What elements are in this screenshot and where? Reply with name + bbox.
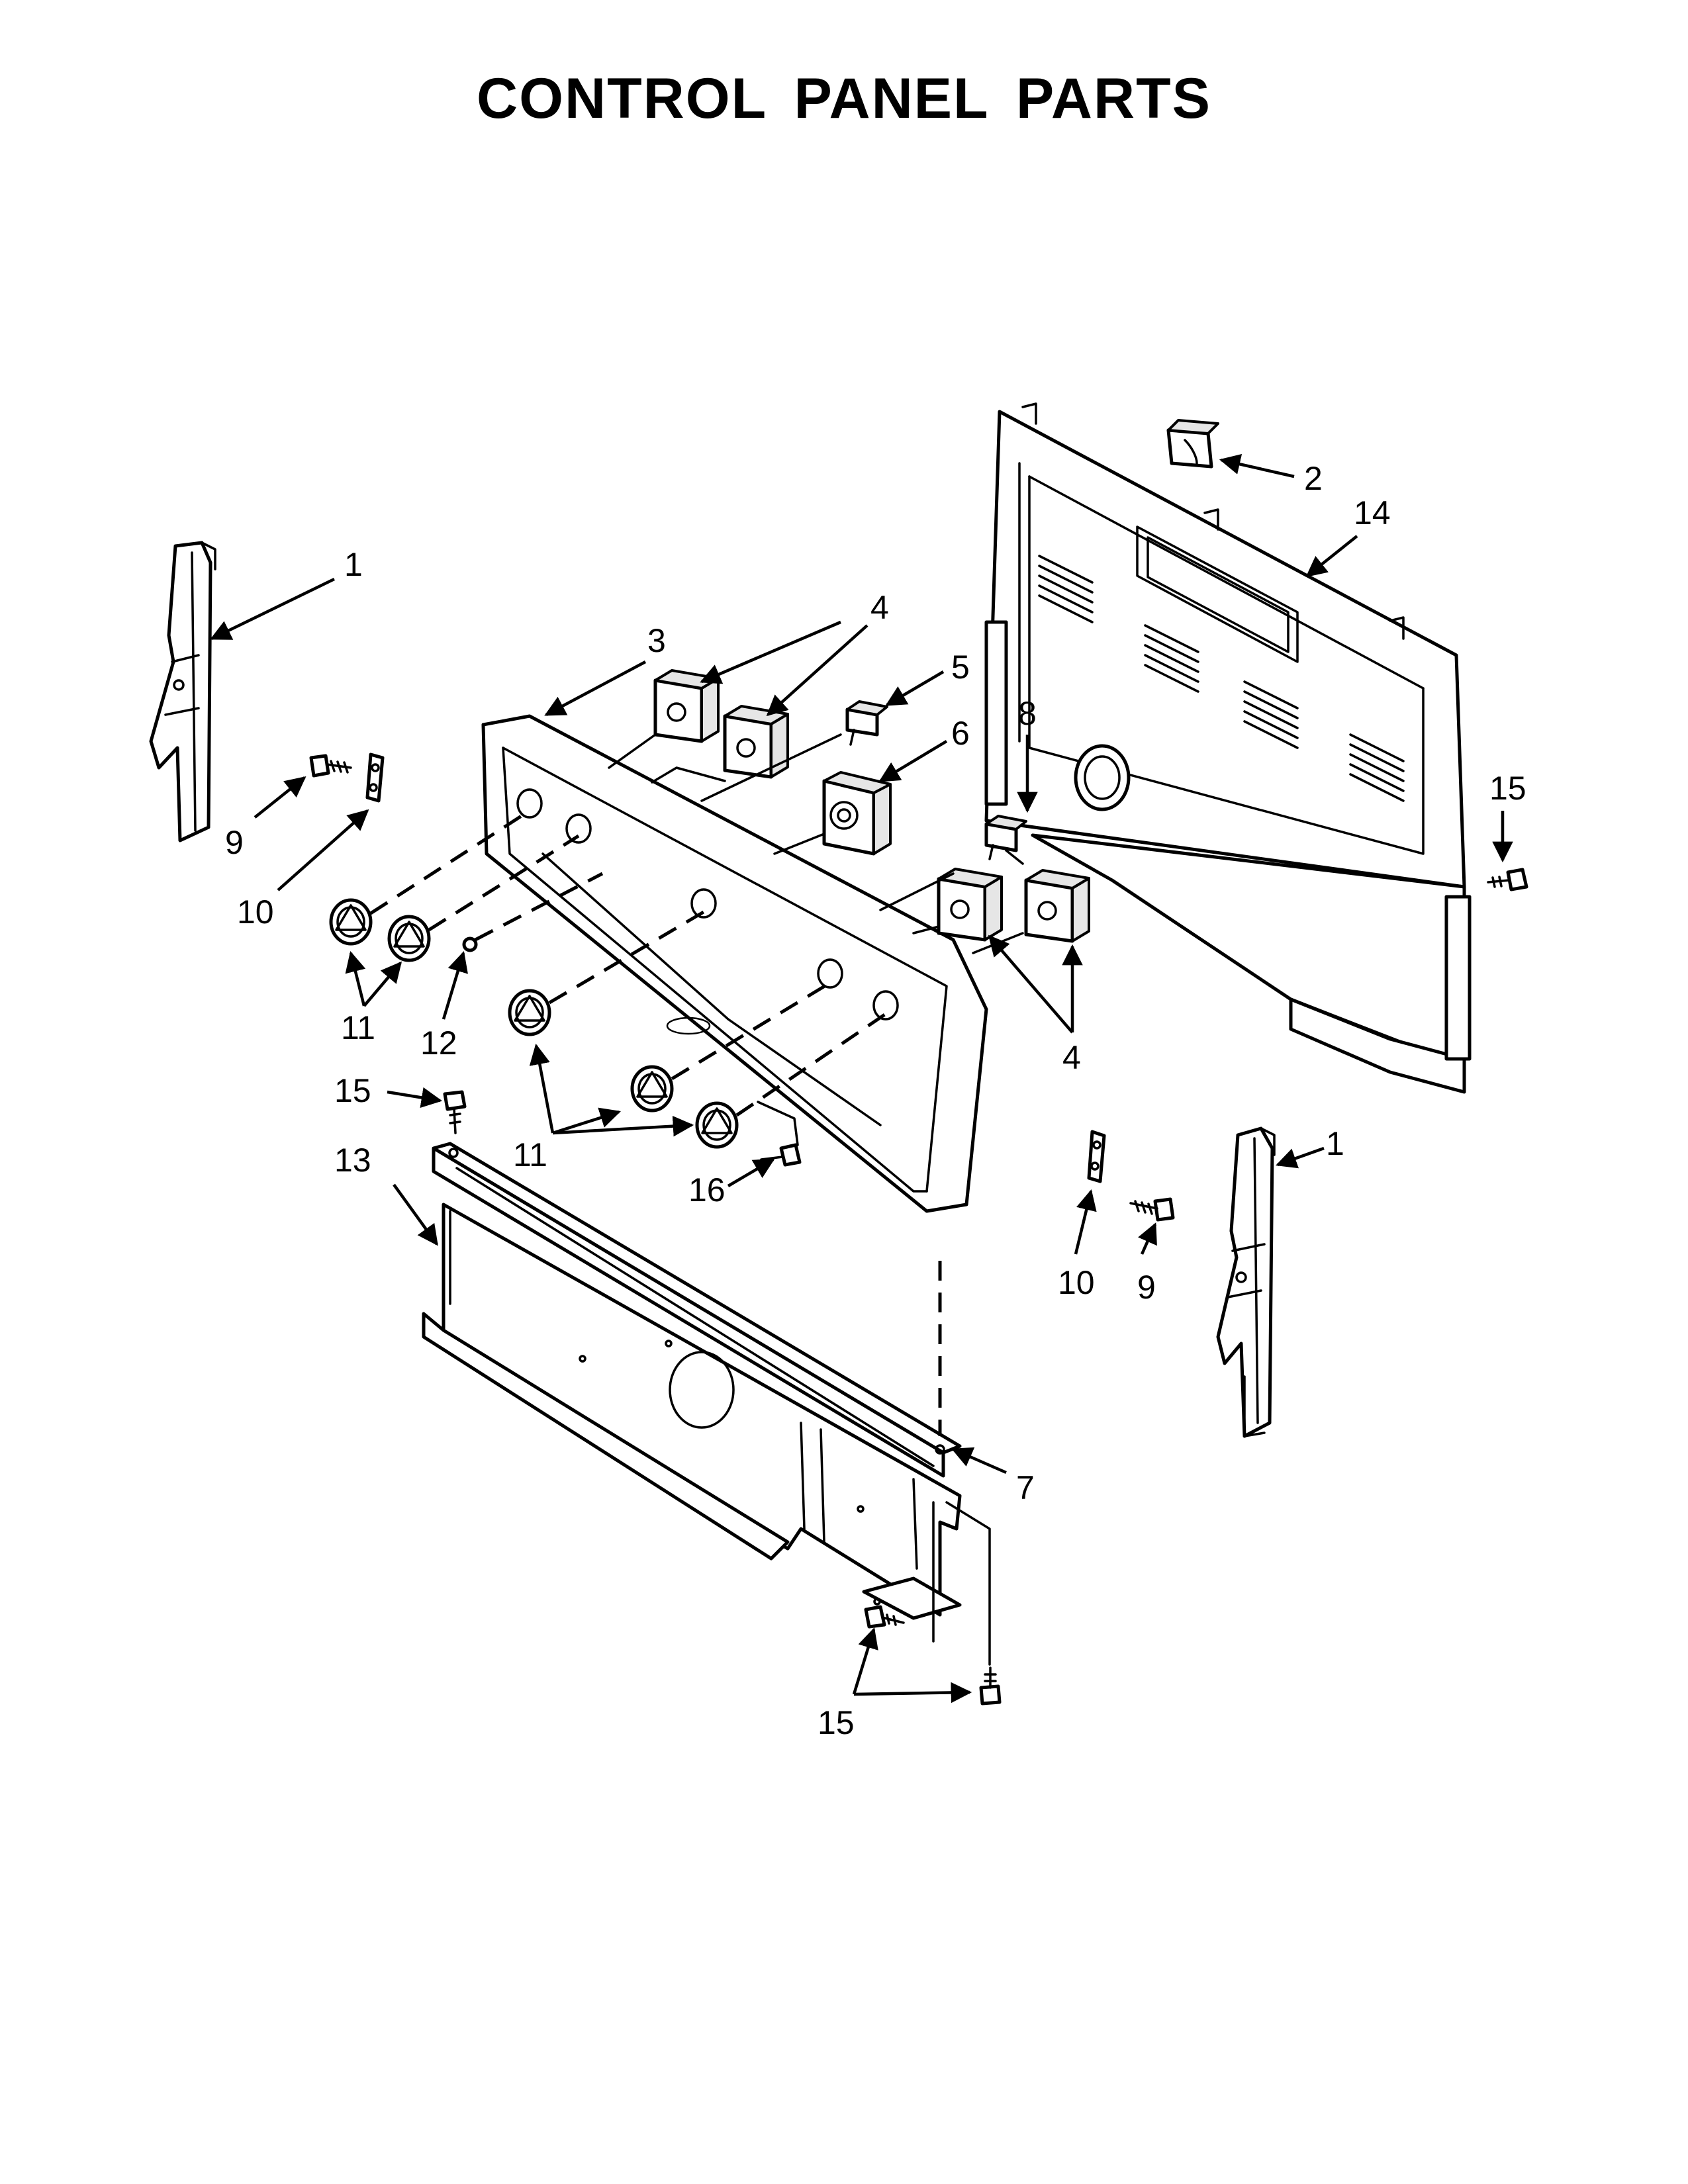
- callout-4-top: 4: [870, 589, 889, 626]
- screw-part-9-left: [309, 754, 352, 778]
- vent-slots-right-a: [1243, 680, 1299, 749]
- clip-part-2: [1166, 419, 1219, 469]
- screw-part-16: [760, 1143, 802, 1167]
- screw-part-9-right: [1129, 1197, 1175, 1222]
- callout-15-bottom: 15: [818, 1704, 855, 1741]
- clip-part-10-right: [1087, 1130, 1106, 1183]
- callout-9-right: 9: [1137, 1269, 1156, 1306]
- infinite-switch-part-4-a: [653, 669, 720, 743]
- knob-part-11-d: [630, 1065, 674, 1113]
- screw-part-12: [462, 872, 604, 952]
- callout-13: 13: [334, 1142, 371, 1179]
- callout-15-right: 15: [1489, 770, 1526, 807]
- callout-1-left: 1: [344, 546, 363, 583]
- screw-part-15-top-left: [443, 1090, 467, 1134]
- infinite-switch-part-4-c: [937, 868, 1003, 942]
- lower-panel-part-13: [422, 1203, 991, 1666]
- side-trim-part-1-right: [1216, 1126, 1276, 1438]
- knob-part-11-c: [508, 989, 551, 1036]
- diagram-title: CONTROL PANEL PARTS: [476, 67, 1212, 130]
- callout-10-right: 10: [1058, 1264, 1095, 1301]
- knob-part-11-a: [329, 898, 373, 946]
- callout-11-center: 11: [513, 1136, 547, 1173]
- callout-labels: 1 2 3 4 5 6 8 14 15 9 10 11 12 4 15 13 1…: [225, 460, 1526, 1741]
- callout-16: 16: [688, 1171, 726, 1208]
- mounting-rail-part-7: [432, 1142, 962, 1478]
- leader-lines: [210, 453, 1513, 1704]
- callout-5: 5: [951, 649, 970, 686]
- callout-1-right: 1: [1326, 1125, 1344, 1162]
- vent-slots-right-b: [1349, 733, 1405, 802]
- screw-part-15-right: [1487, 868, 1528, 891]
- callout-2: 2: [1304, 460, 1323, 497]
- callout-3: 3: [647, 622, 666, 659]
- infinite-switch-part-4-b: [723, 705, 789, 779]
- callout-11-left: 11: [341, 1009, 375, 1046]
- knob-part-11-e: [695, 1101, 739, 1149]
- screw-part-15-bottom-b: [979, 1666, 1002, 1706]
- infinite-switch-part-4-d: [1024, 869, 1090, 943]
- screw-part-15-bottom-a: [864, 1605, 905, 1629]
- vent-slots-mid: [1144, 624, 1199, 693]
- console-to-bracket-wire: [757, 1101, 799, 1146]
- control-module-part-6: [822, 771, 892, 856]
- side-trim-part-1-left: [149, 541, 216, 842]
- callout-7: 7: [1016, 1469, 1035, 1506]
- push-switch-part-8: [984, 815, 1027, 860]
- callout-14: 14: [1354, 494, 1391, 531]
- callout-4-bottom: 4: [1062, 1039, 1081, 1076]
- callout-6: 6: [951, 715, 970, 752]
- vent-slots-left: [1038, 555, 1094, 623]
- callout-9-left: 9: [225, 824, 244, 861]
- console-part-3: [481, 714, 988, 1213]
- callout-8: 8: [1018, 695, 1037, 732]
- callout-10-left: 10: [237, 893, 274, 931]
- callout-15-top-left: 15: [334, 1072, 371, 1109]
- push-switch-part-5: [845, 700, 888, 746]
- clip-part-10-left: [365, 752, 385, 803]
- knob-part-11-b: [387, 915, 431, 962]
- switch-wiring: [608, 733, 1024, 954]
- callout-12: 12: [420, 1024, 457, 1062]
- rear-panel-part-14: [984, 402, 1472, 1094]
